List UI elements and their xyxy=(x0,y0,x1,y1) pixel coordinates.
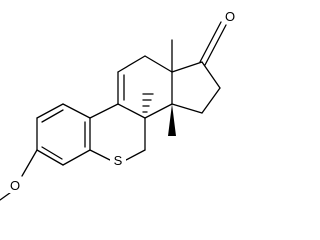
bond-c15-c14 xyxy=(171,103,203,114)
sulfur-label: S xyxy=(114,153,123,168)
aromatic-ring-a xyxy=(36,103,91,166)
methoxy-group: O xyxy=(0,149,38,201)
ether-oxygen-label: O xyxy=(10,178,20,193)
bond-a1-a2 xyxy=(36,103,64,119)
bond-c17-c16 xyxy=(201,61,221,89)
bond-c8-c9 xyxy=(117,103,146,119)
bond-c9-a3 xyxy=(89,103,119,119)
carbonyl-bond-1 xyxy=(199,21,222,63)
bond-sulfur-ch2 xyxy=(125,149,146,161)
bond-ring-to-ether-oxygen xyxy=(21,149,38,177)
bond-a4-a5 xyxy=(62,149,91,166)
hashed-wedge-methyl-c9 xyxy=(142,93,154,113)
ring-d xyxy=(171,61,221,114)
bond-a2-a3 xyxy=(62,103,91,119)
bond-c11-c12 xyxy=(117,55,146,73)
bond-a5-a6 xyxy=(36,149,64,166)
ring-c xyxy=(117,55,173,119)
double-bond-a1-a2-inner xyxy=(41,109,64,123)
bond-c14-c8 xyxy=(144,103,173,119)
ketone-group: O xyxy=(199,8,237,66)
bond-c12-c13 xyxy=(144,55,173,73)
ketone-oxygen-label: O xyxy=(225,9,235,24)
bond-a4-sulfur xyxy=(89,149,111,161)
carbonyl-bond-2 xyxy=(204,24,227,66)
double-bond-a5-a6-inner xyxy=(41,146,63,160)
wedge-methyl-c14 xyxy=(168,104,176,136)
chemical-structure-diagram: O S O xyxy=(0,8,237,201)
bond-c16-c15 xyxy=(201,87,221,114)
thiopyran-ring-b: S xyxy=(89,103,146,168)
bond-c13-c17 xyxy=(171,61,203,73)
